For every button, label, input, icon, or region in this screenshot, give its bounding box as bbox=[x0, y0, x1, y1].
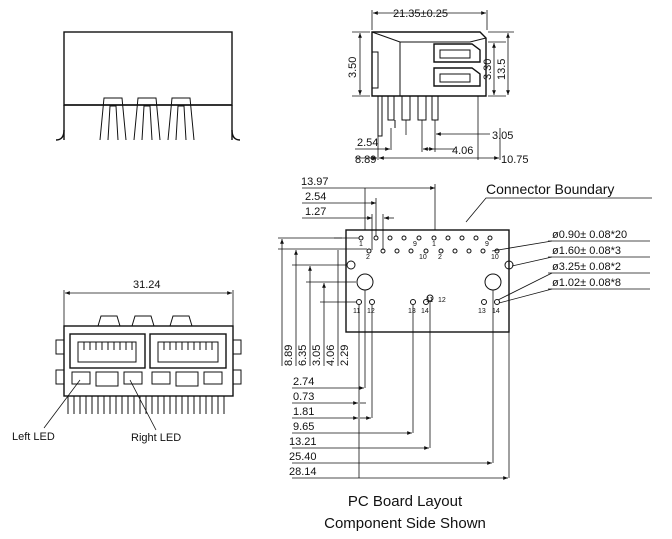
pin-label: 10 bbox=[491, 254, 499, 261]
dim-13-97: 13.97 bbox=[301, 176, 329, 188]
pin-label: 1 bbox=[432, 241, 436, 248]
pin-row-top-right bbox=[431, 235, 500, 254]
dim-6-35: 6.35 bbox=[297, 345, 309, 366]
dim-2-54: 2.54 bbox=[357, 137, 378, 149]
dim-2-74: 2.74 bbox=[293, 376, 314, 388]
pcb-layout bbox=[278, 184, 652, 480]
pin-label: 10 bbox=[419, 254, 427, 261]
top-view-labels: 21.35±0.25 3.50 3.30 13.5 2.54 3.05 4.06… bbox=[347, 8, 529, 166]
pin-label: 9 bbox=[413, 241, 417, 248]
connector-boundary-label: Connector Boundary bbox=[486, 181, 614, 197]
dim-1-81: 1.81 bbox=[293, 406, 314, 418]
pin-label: 2 bbox=[438, 254, 442, 261]
dim-1-27: 1.27 bbox=[305, 206, 326, 218]
pin-label: 12 bbox=[438, 297, 446, 304]
left-led-label: Left LED bbox=[12, 431, 55, 443]
right-led-label: Right LED bbox=[131, 432, 181, 444]
dim-3-30: 3.30 bbox=[482, 59, 494, 80]
dim-3-05-pcb: 3.05 bbox=[311, 345, 323, 366]
pin-label: 2 bbox=[366, 254, 370, 261]
front-view-labels: 31.24 Left LED Right LED bbox=[12, 279, 181, 444]
pin-label: 14 bbox=[492, 308, 500, 315]
dim-width: 21.35±0.25 bbox=[393, 8, 448, 20]
dim-8-89: 8.89 bbox=[355, 154, 376, 166]
dim-0-73: 0.73 bbox=[293, 391, 314, 403]
hole-callout-0-90: ø0.90± 0.08*20 bbox=[552, 229, 627, 241]
pin-row-top-left bbox=[358, 235, 429, 254]
pin-label: 11 bbox=[353, 308, 360, 315]
pin-label: 1 bbox=[359, 241, 363, 248]
dim-3-05: 3.05 bbox=[492, 130, 513, 142]
hole-callout-1-02: ø1.02± 0.08*8 bbox=[552, 277, 621, 289]
dim-2-54-pcb: 2.54 bbox=[305, 191, 326, 203]
dim-2-29: 2.29 bbox=[339, 345, 351, 366]
pin-label: 13 bbox=[478, 308, 486, 315]
dim-10-75: 10.75 bbox=[501, 154, 529, 166]
caption-line-2: Component Side Shown bbox=[324, 515, 486, 532]
dim-13-21: 13.21 bbox=[289, 436, 317, 448]
dim-4-06-pcb: 4.06 bbox=[325, 345, 337, 366]
top-view bbox=[352, 10, 514, 160]
dim-28-14: 28.14 bbox=[289, 466, 317, 478]
dim-9-65: 9.65 bbox=[293, 421, 314, 433]
front-view bbox=[43, 290, 242, 431]
pin-label: 9 bbox=[485, 241, 489, 248]
pin-label: 14 bbox=[421, 308, 429, 315]
pin-label: 12 bbox=[367, 308, 375, 315]
dim-25-40: 25.40 bbox=[289, 451, 317, 463]
hole-callout-3-25: ø3.25± 0.08*2 bbox=[552, 261, 621, 273]
dim-31-24: 31.24 bbox=[133, 279, 161, 291]
dim-3-50: 3.50 bbox=[347, 57, 359, 78]
pcb-labels: Connector Boundary 13.97 2.54 1.27 8.89 … bbox=[283, 176, 627, 532]
caption-line-1: PC Board Layout bbox=[348, 493, 463, 510]
side-view bbox=[55, 31, 241, 141]
hole-callout-1-60: ø1.60± 0.08*3 bbox=[552, 245, 621, 257]
dim-8-89-pcb: 8.89 bbox=[283, 345, 295, 366]
pin-label: 13 bbox=[408, 308, 416, 315]
pin-label: 11 bbox=[426, 297, 433, 304]
dim-4-06: 4.06 bbox=[452, 145, 473, 157]
dim-13-5: 13.5 bbox=[496, 59, 508, 80]
